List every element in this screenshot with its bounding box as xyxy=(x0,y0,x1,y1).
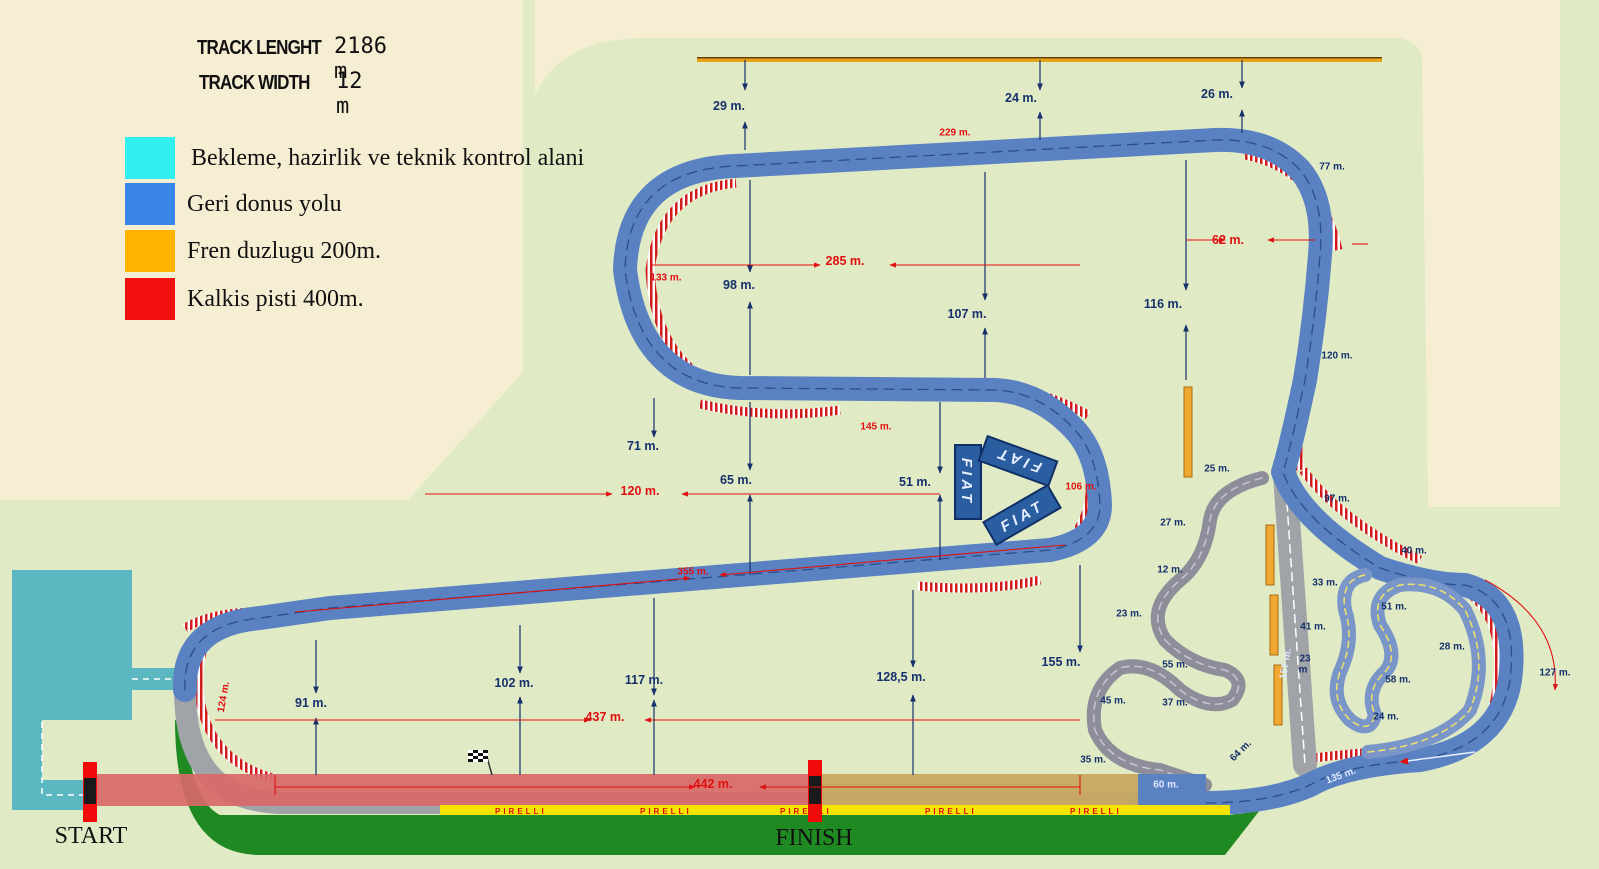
distance-label: 29 m. xyxy=(713,99,745,113)
distance-label: 24 m. xyxy=(1005,91,1037,105)
legend-swatch xyxy=(125,278,175,320)
main-circuit xyxy=(172,127,1524,815)
distance-label: 51 m. xyxy=(899,475,931,489)
pirelli-barrier: PIRELLI PIRELLI PIRELLI PIRELLI PIRELLI xyxy=(495,807,1122,816)
distance-label: 133 m. xyxy=(650,272,682,284)
track-length-label: TRACK LENGHT xyxy=(197,37,322,59)
return-roads xyxy=(174,463,1317,814)
distance-label: 23 xyxy=(1299,653,1311,665)
svg-text:PIRELLI: PIRELLI xyxy=(780,807,832,816)
distance-label: 62 m. xyxy=(1212,233,1244,247)
grass-band xyxy=(175,720,1260,855)
distance-label: 37 m. xyxy=(1162,697,1188,709)
legend-label: Geri donus yolu xyxy=(187,191,342,217)
distance-label: 28 m. xyxy=(1439,641,1465,653)
svg-text:PIRELLI: PIRELLI xyxy=(925,807,977,816)
track-width-value: 12 m xyxy=(336,69,363,119)
svg-text:PIRELLI: PIRELLI xyxy=(640,807,692,816)
distance-label: 97 m. xyxy=(1324,493,1350,505)
distance-label: 35 m. xyxy=(1080,754,1106,766)
legend-label: Bekleme, hazirlik ve teknik kontrol alan… xyxy=(191,145,585,171)
distance-label: 55 m. xyxy=(1162,659,1188,671)
svg-text:PIRELLI: PIRELLI xyxy=(1070,807,1122,816)
distance-label: 127 m. xyxy=(1539,667,1571,679)
start-and-brake-strips xyxy=(88,774,1230,815)
distance-label: 229 m. xyxy=(939,127,971,139)
distance-label: m xyxy=(1298,664,1308,676)
distance-label: 71 m. xyxy=(627,439,659,453)
distance-label: 116 m. xyxy=(1143,297,1183,311)
distance-label: 26 m. xyxy=(1201,87,1233,101)
track-width: TRACK WIDTH 12 m xyxy=(199,69,363,119)
track-length-value: 2186 m xyxy=(334,34,387,84)
distance-label: 106 m. xyxy=(1065,481,1097,493)
legend-label: Fren duzlugu 200m. xyxy=(187,238,381,264)
distance-label: 41 m. xyxy=(1300,621,1326,633)
svg-text:FIAT: FIAT xyxy=(958,458,975,506)
distance-label: 117 m. xyxy=(624,673,664,687)
finish-gate xyxy=(808,760,822,822)
distance-label: 24 m. xyxy=(1373,711,1399,723)
legend-swatch xyxy=(125,230,175,272)
legend-label: Kalkis pisti 400m. xyxy=(187,286,364,312)
start-label: START xyxy=(54,823,128,849)
legend-swatch xyxy=(125,137,175,179)
distance-label: 23 m. xyxy=(1116,608,1142,620)
track-length: TRACK LENGHT 2186 m xyxy=(197,34,387,84)
distance-label: 51 m. xyxy=(1381,601,1407,613)
distance-label: 58 m. xyxy=(1385,674,1411,686)
distance-label: 65 m. xyxy=(720,473,752,487)
top-barrier xyxy=(697,57,1382,62)
distance-label: 77 m. xyxy=(1319,161,1345,173)
distance-label: 155 m. xyxy=(1041,655,1081,669)
direction-arrows xyxy=(1399,751,1476,765)
distance-label: 128,5 m. xyxy=(876,670,926,684)
distance-label: 12 m. xyxy=(1157,564,1183,576)
red-dimension-lines xyxy=(215,237,1559,795)
start-gate xyxy=(83,762,97,822)
distance-label: 102 m. xyxy=(494,676,534,690)
waiting-area xyxy=(12,570,182,810)
track-width-label: TRACK WIDTH xyxy=(199,72,310,94)
distance-label: 355 m. xyxy=(677,566,709,578)
fiat-sign: FIAT FIAT FIAT xyxy=(954,434,1062,547)
distance-label: 45 m. xyxy=(1100,695,1126,707)
distance-label: 40 m. xyxy=(1401,545,1427,557)
distance-label: 98 m. xyxy=(723,278,755,292)
legend-swatch xyxy=(125,183,175,225)
distance-label: 285 m. xyxy=(825,254,865,268)
brake-blocks xyxy=(1183,386,1283,726)
distance-label: 91 m. xyxy=(295,696,327,710)
distance-label: 27 m. xyxy=(1160,517,1186,529)
distance-label: 33 m. xyxy=(1312,577,1338,589)
distance-label: 120 m. xyxy=(1321,350,1353,362)
distance-label: 107 m. xyxy=(947,307,987,321)
distance-label: 437 m. xyxy=(585,710,625,724)
distance-label: 25 m. xyxy=(1204,463,1230,475)
distance-label: 145 m. xyxy=(860,421,892,433)
distance-label: 442 m. xyxy=(693,777,733,791)
dimension-lines xyxy=(313,60,1245,775)
checkered-flag-icon xyxy=(468,749,493,776)
distance-label: 60 m. xyxy=(1153,779,1179,791)
finish-label: FINISH xyxy=(775,825,853,851)
paddock-areas xyxy=(0,0,1560,507)
svg-text:PIRELLI: PIRELLI xyxy=(495,807,547,816)
distance-label: 120 m. xyxy=(620,484,660,498)
